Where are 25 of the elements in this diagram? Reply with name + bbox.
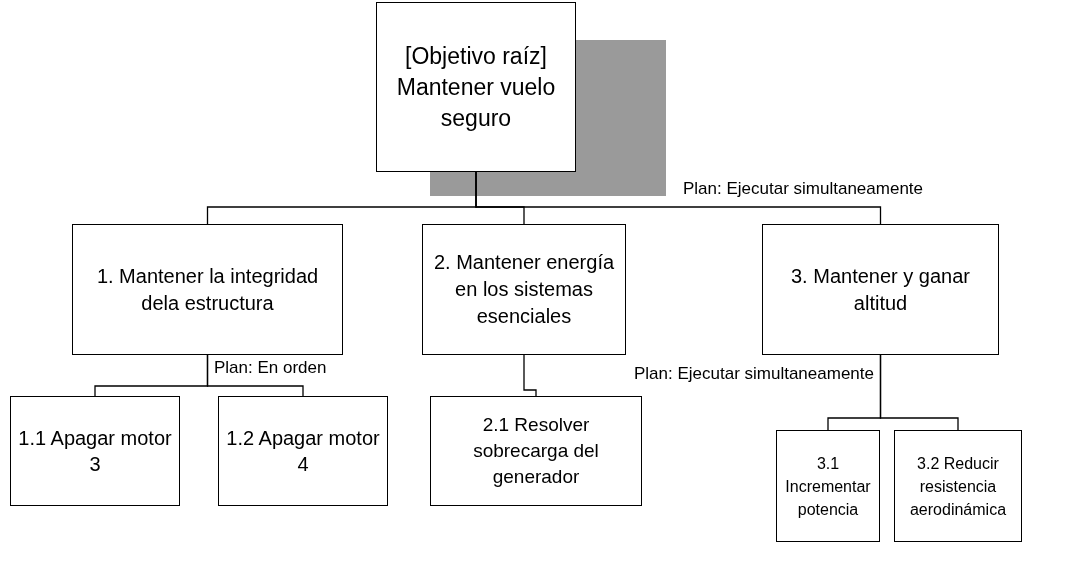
goal-box [10, 396, 180, 506]
connector-line [523, 354, 537, 397]
connector-line [475, 171, 882, 225]
goal-text: 1.1 Apagar motor 3 [17, 426, 173, 477]
plan-label: Plan: En orden [214, 357, 327, 379]
goal-box [376, 2, 576, 172]
goal-text: 3.2 Reducir resistencia aerodinámica [908, 453, 1008, 520]
plan-label: Plan: Ejecutar simultaneamente [632, 363, 874, 385]
plan-label: Plan: Ejecutar simultaneamente [683, 178, 924, 200]
connector-line [206, 354, 304, 397]
goal-text: 2.1 Resolver sobrecarga del generador [472, 413, 600, 489]
goal-text: 1.2 Apagar motor 4 [225, 426, 381, 477]
goal-box [218, 396, 388, 506]
goal-text: 1. Mantener la integridad dela estructura [95, 263, 320, 316]
goal-text: 2. Mantener energía en los sistemas esenciales [432, 250, 616, 329]
goal-box [776, 430, 880, 542]
goal-box [762, 224, 999, 355]
goal-text: [Objetivo raíz] Mantener vuelo seguro [395, 41, 557, 133]
connector-line [879, 354, 959, 431]
goal-text: 3. Mantener y ganar altitud [790, 263, 971, 316]
goal-box [72, 224, 343, 355]
goal-box [422, 224, 626, 355]
goal-text: 3.1 Incrementar potencia [784, 453, 872, 520]
goal-box [894, 430, 1022, 542]
goal-box [430, 396, 642, 506]
